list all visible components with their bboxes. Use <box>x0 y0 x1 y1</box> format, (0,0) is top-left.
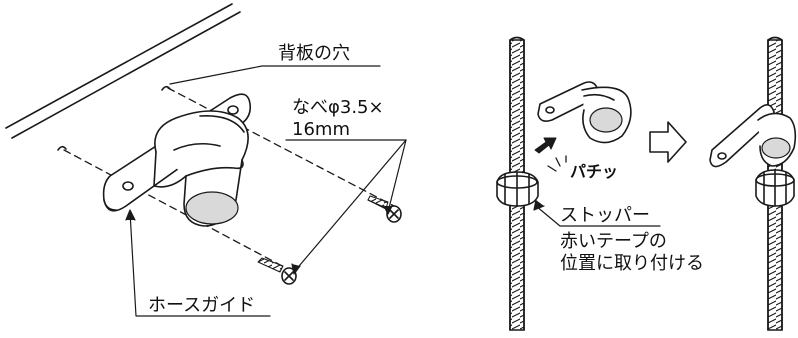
screw-spec-line2: 16mm <box>292 119 350 140</box>
back-panel-hole-label: 背板の穴 <box>278 43 350 64</box>
hose-guide-loose <box>537 81 632 144</box>
hose-guide-label: ホースガイド <box>148 295 256 316</box>
push-arrow-icon <box>534 137 557 154</box>
alignment-dashed-lines <box>63 87 395 269</box>
stopper-note-line2: 位置に取り付ける <box>560 253 704 274</box>
screw-upper <box>367 195 402 223</box>
hose-guide-bracket <box>102 93 252 227</box>
stopper-note-line1: 赤いテープの <box>560 231 667 252</box>
screw-lower <box>257 257 297 285</box>
hose-guide-attached <box>709 104 797 168</box>
outline-right-arrow-icon <box>649 121 687 163</box>
snap-sound-icon <box>547 155 567 172</box>
stopper-nut-middle <box>496 171 539 207</box>
screw-spec-line1: なべφ3.5× <box>292 97 384 118</box>
leader-stopper <box>533 199 661 227</box>
snap-sound-label: パチッ <box>570 162 619 181</box>
back-panel-edge <box>5 3 241 139</box>
leader-hose-guide <box>125 209 271 317</box>
back-panel-hole-icon <box>57 85 171 151</box>
stopper-label: ストッパー <box>560 205 650 226</box>
leader-back-panel-hole <box>169 65 381 85</box>
leader-screw-spec <box>285 139 407 275</box>
stopper-nut-right <box>755 169 795 207</box>
